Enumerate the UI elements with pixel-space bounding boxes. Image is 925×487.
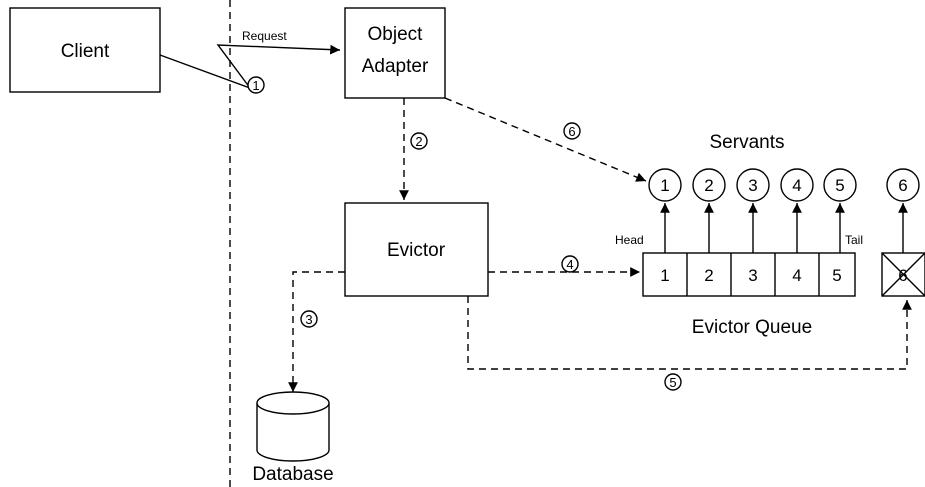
step-6-arrow <box>444 97 647 182</box>
svg-text:5: 5 <box>835 176 844 195</box>
svg-text:3: 3 <box>305 312 312 327</box>
adapter-label-line1: Object <box>368 24 424 45</box>
servant-4: 4 <box>780 168 814 202</box>
adapter-label-line2: Adapter <box>362 56 429 77</box>
database-cylinder: Database <box>252 391 334 485</box>
evictor-queue: 1 2 3 4 5 <box>642 252 856 297</box>
svg-text:4: 4 <box>566 257 573 272</box>
step-5-marker: 5 <box>664 373 682 391</box>
svg-text:6: 6 <box>898 176 907 195</box>
step-1-marker: 1 <box>247 76 265 94</box>
database-label: Database <box>252 464 333 485</box>
step-3-marker: 3 <box>300 310 318 328</box>
step-6-marker: 6 <box>563 122 581 140</box>
step-3-arrow <box>288 271 345 392</box>
evictor-label: Evictor <box>387 240 446 261</box>
svg-text:2: 2 <box>704 176 713 195</box>
svg-text:6: 6 <box>568 124 575 139</box>
servant-5: 5 <box>823 168 857 202</box>
svg-text:4: 4 <box>792 176 801 195</box>
request-label: Request <box>242 29 287 43</box>
head-label: Head <box>615 233 644 247</box>
client-label: Client <box>61 41 110 62</box>
servants-title: Servants <box>710 132 785 153</box>
client-box: Client <box>9 7 161 93</box>
servant-1: 1 <box>648 168 682 202</box>
svg-text:1: 1 <box>252 78 259 93</box>
servant-2: 2 <box>692 168 726 202</box>
svg-text:5: 5 <box>669 375 676 390</box>
svg-text:2: 2 <box>415 134 422 149</box>
step-5-arrow <box>467 296 912 370</box>
cross-out-line <box>881 252 925 297</box>
tail-label: Tail <box>845 233 863 247</box>
svg-text:1: 1 <box>660 176 669 195</box>
evictor-queue-label: Evictor Queue <box>692 317 812 338</box>
step-2-marker: 2 <box>410 132 428 150</box>
svg-text:3: 3 <box>748 176 757 195</box>
servant-6: 6 <box>886 168 920 202</box>
queue-cell-2: 2 <box>704 266 713 285</box>
queue-cell-5: 5 <box>832 266 841 285</box>
servant-3: 3 <box>736 168 770 202</box>
evictor-box: Evictor <box>344 202 489 297</box>
object-adapter-box: Object Adapter <box>344 7 446 99</box>
request-arrow <box>159 44 341 90</box>
step-4-marker: 4 <box>561 255 579 273</box>
evicted-queue-cell-6: 6 <box>881 252 925 297</box>
queue-cell-1: 1 <box>660 266 669 285</box>
queue-cell-3: 3 <box>748 266 757 285</box>
queue-cell-4: 4 <box>792 266 801 285</box>
